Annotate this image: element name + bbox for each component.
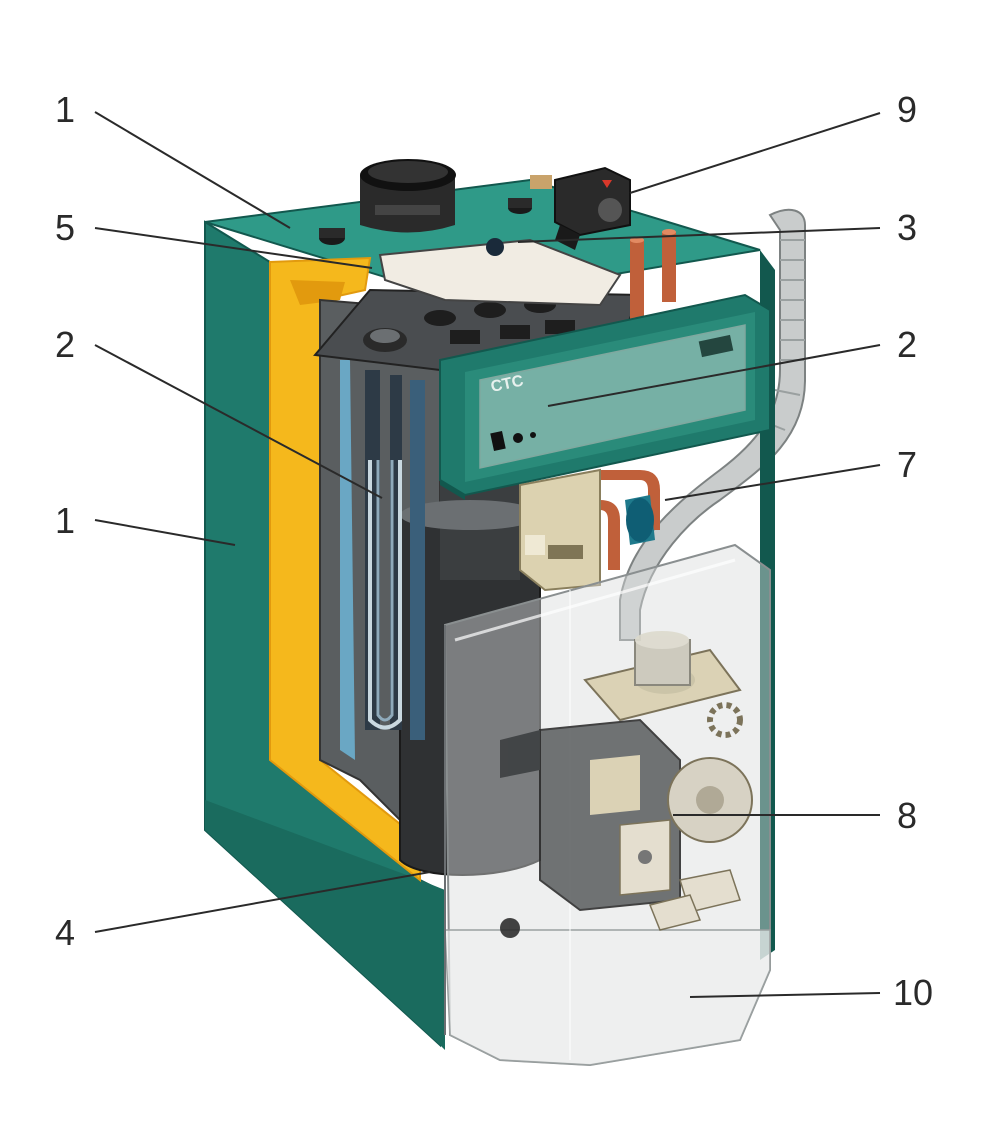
brass-manifold <box>519 468 601 592</box>
leader-line-7 <box>664 464 881 501</box>
leader-line-9 <box>629 112 881 194</box>
boiler-illustration: CTC <box>204 159 806 1067</box>
leader-line-2a <box>94 344 383 499</box>
callout-2a: 2 <box>55 324 75 365</box>
leader-lines <box>94 111 881 998</box>
circulation-pump <box>625 495 655 545</box>
callout-4: 4 <box>55 912 75 953</box>
heat-exchanger-tubes <box>340 360 425 760</box>
control-panel: CTC <box>439 293 771 500</box>
callout-2b: 2 <box>897 324 917 365</box>
flue-collar <box>360 159 456 233</box>
callout-1a: 1 <box>55 89 75 130</box>
leader-line-10 <box>689 992 881 998</box>
callout-1b: 1 <box>55 500 75 541</box>
leader-line-5 <box>94 227 373 269</box>
top-fittings <box>319 175 552 256</box>
callout-10: 10 <box>893 972 933 1013</box>
casing-bottom-front <box>205 800 445 1050</box>
leader-line-1b <box>94 519 236 546</box>
callout-3: 3 <box>897 207 917 248</box>
cleaning-hatch-insulation <box>378 238 622 307</box>
callout-5: 5 <box>55 207 75 248</box>
callout-9: 9 <box>897 89 917 130</box>
leader-line-4 <box>94 871 431 933</box>
leader-line-2b <box>547 344 881 407</box>
callout-8: 8 <box>897 795 917 836</box>
oil-burner <box>500 631 753 938</box>
leader-line-1a <box>94 111 291 229</box>
motor-valve <box>554 166 631 250</box>
ctc-logo-text: CTC <box>489 372 525 396</box>
callout-labels: 1 5 2 1 4 9 3 2 7 8 10 <box>55 89 933 1013</box>
leader-line-3 <box>517 227 881 243</box>
callout-7: 7 <box>897 444 917 485</box>
